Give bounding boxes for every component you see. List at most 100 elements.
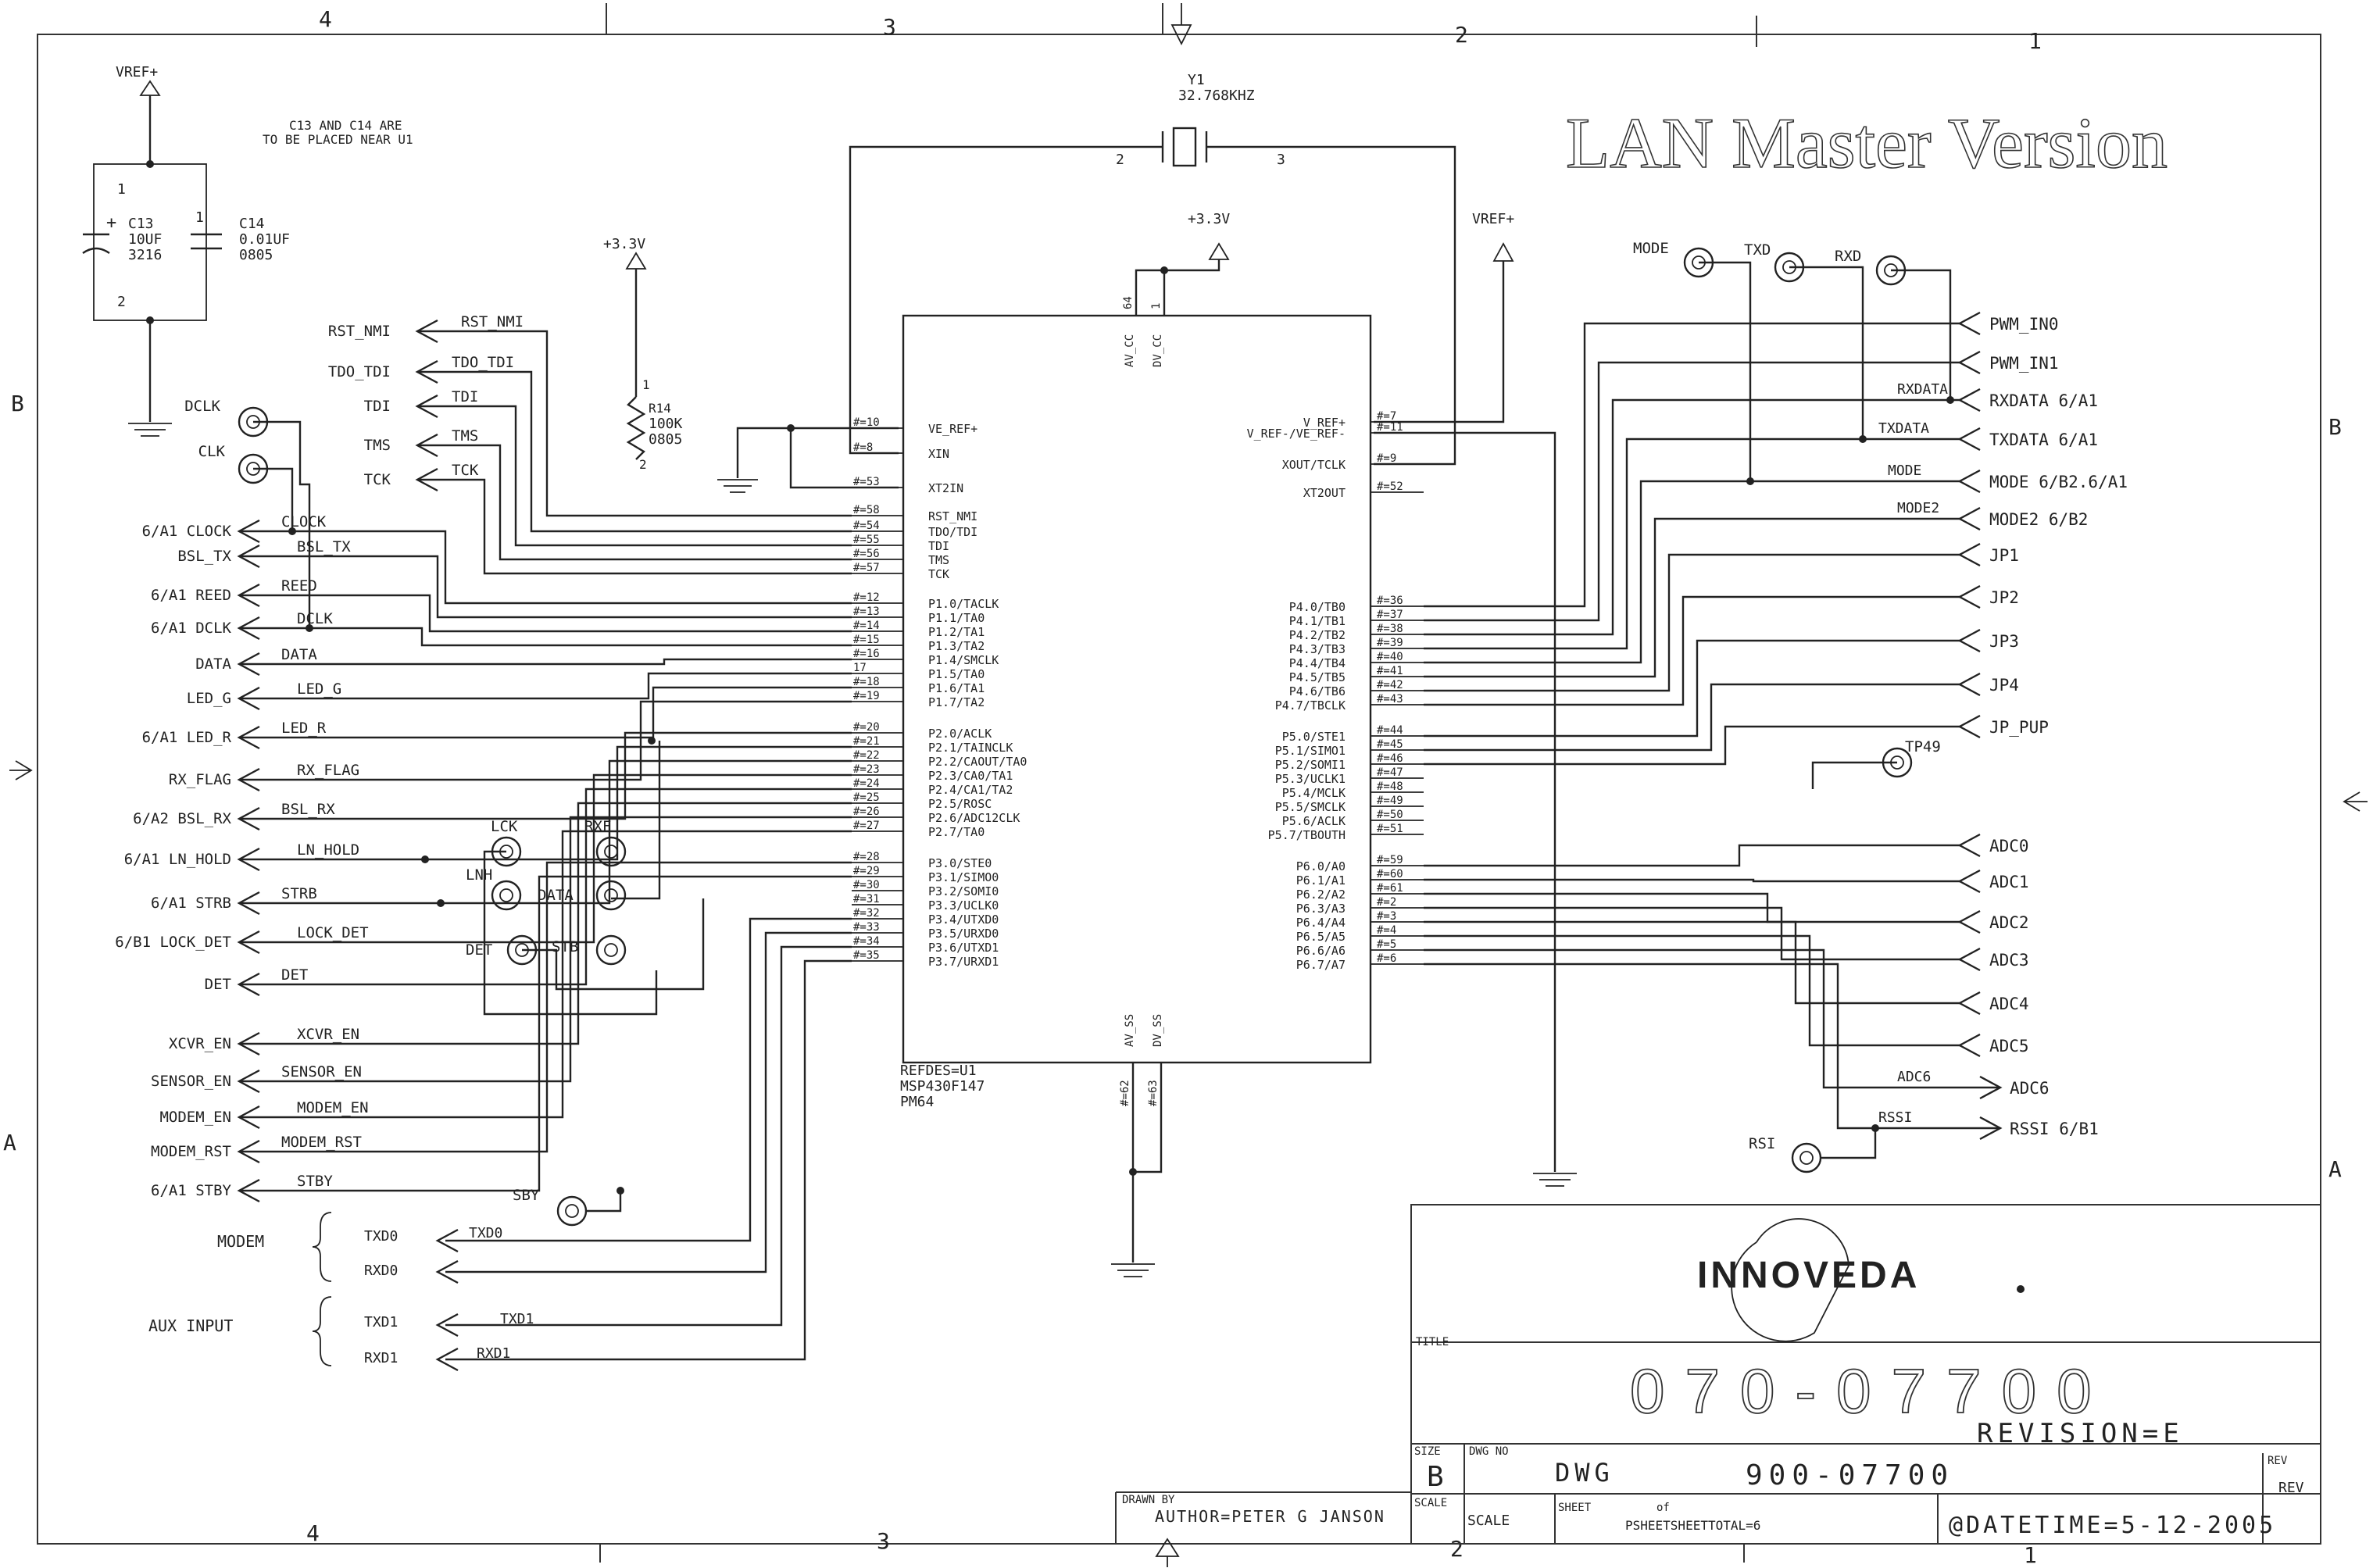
rsi-tp-wire [1821,1128,1877,1159]
testpoint-data [595,880,627,911]
pin-number: #=49 [1377,795,1403,807]
pin-number: #=57 [853,562,880,574]
pin-name: P2.1/TAINCLK [928,741,1013,755]
port-label: MODE2 6/B2 [1989,510,2088,529]
pin-name: P1.2/TA1 [928,625,985,639]
net-label: DATA [281,646,317,663]
size-value: B [1427,1461,1444,1493]
pin-name: P4.3/TB3 [1289,642,1346,656]
port-label: DATA [195,655,231,673]
r14-package: 0805 [649,431,682,448]
pin-number: #=20 [853,721,880,734]
pin-number: #=46 [1377,752,1403,765]
pin-name: P6.4/A4 [1296,916,1346,930]
zone-label: 3 [877,1528,890,1554]
net-label: LN_HOLD [297,841,359,859]
pin-number: #=44 [1377,724,1403,737]
jtag-port-label: RST_NMI [328,323,391,340]
of-label: of [1656,1502,1670,1514]
port-label: BSL_TX [177,548,231,565]
port-arrow [237,1105,260,1130]
vcc-wire [1135,259,1220,316]
center-arrow-right [2343,791,2368,812]
zone-label: 4 [319,6,332,32]
pin-number: #=34 [853,935,880,948]
zone-label: 1 [2028,28,2042,54]
aux-rxd-wire [445,959,852,1361]
testpoint-mode-inner [1692,255,1706,270]
pin-name: P6.0/A0 [1296,859,1346,873]
port-label: PWM_IN1 [1989,354,2059,373]
group-brace [312,1212,332,1282]
pin-name: TMS [928,553,949,567]
pin-name: XT2IN [928,481,963,495]
pin-name: P3.7/URXD1 [928,955,999,969]
testpoint-rxf-inner [604,845,618,859]
testpoint-lnh [491,880,522,911]
pin-number: #=9 [1377,452,1396,465]
logo-dot [2017,1285,2025,1293]
jtag-port-label: TCK [364,471,391,488]
port-wire [239,686,852,739]
port-arrow [237,725,260,750]
pin-number: #=60 [1377,868,1403,880]
pin-name: P1.0/TACLK [928,597,999,611]
net-label: DET [281,966,308,984]
port-label: DET [205,976,231,993]
junction [1859,435,1867,443]
port-arrow [237,616,260,641]
sheet-label: SHEET [1558,1502,1592,1514]
vref-label: VREF+ [1472,211,1514,227]
title-block-border [1410,1204,2321,1545]
title-block: INNOVEDA TITLE 070-07700 REVISION=E SIZE… [1115,1204,2321,1545]
pin-number: 64 [1122,296,1135,309]
testpoint-tp49-inner [1890,755,1904,770]
port-arrow [237,972,260,997]
aux-txd-port: TXD1 [364,1314,398,1330]
drawn-by-label: DRAWN BY [1122,1494,1175,1506]
port-arrow [237,1178,260,1203]
pin-name: P3.3/UCLK0 [928,898,999,913]
right-port-wire [1424,438,1960,650]
pin-name: P5.2/SOMI1 [1275,758,1346,772]
pin-number: #=47 [1377,766,1403,779]
zone-label: A [3,1130,16,1155]
port-arrow [1957,714,1981,739]
pin-number: #=5 [1377,938,1396,951]
zone-label: 3 [883,14,896,40]
junction [306,624,313,632]
net-label: LED_G [297,680,341,698]
pin-name: RST_NMI [928,509,977,523]
right-port-wire [1424,361,1960,622]
resistor-r14: +3.3V 1 R14 100K 0805 2 [603,236,683,472]
net-label: BSL_TX [297,538,351,555]
port-label: 6/A1 LED_R [142,729,232,746]
testpoint-rsi-inner [1799,1151,1814,1165]
port-arrow [1957,1033,1981,1058]
right-port-wire [1424,878,1960,883]
tp49-wire [1811,761,1897,789]
pin-number: #=30 [853,879,880,891]
pin-name: DV_CC [1152,334,1164,367]
pin-number: #=48 [1377,780,1403,793]
pin-number: #=41 [1377,665,1403,677]
testpoint-clk-inner [246,462,260,476]
pin-number: 1 [1150,303,1163,309]
pin-name: P5.3/UCLK1 [1275,772,1346,786]
innoveda-logo-swoosh [1731,1218,1849,1342]
port-label: 6/A2 BSL_RX [133,810,231,827]
pin-name: TCK [928,567,949,581]
net-label: RST_NMI [461,313,524,330]
port-label: TXDATA 6/A1 [1989,430,2098,449]
pin-number: #=59 [1377,854,1403,866]
port-arrow [1957,991,1981,1016]
port-arrow [1957,833,1981,858]
net-label: BSL_RX [281,801,335,818]
port-arrow [237,544,260,569]
testpoint-mode-label: MODE [1633,240,1669,257]
pin-name: P2.3/CA0/TA1 [928,769,1013,783]
pin-name: P1.5/TA0 [928,667,985,681]
port-label: MODEM_RST [151,1143,231,1160]
testpoint-clk-label: CLK [198,443,226,460]
